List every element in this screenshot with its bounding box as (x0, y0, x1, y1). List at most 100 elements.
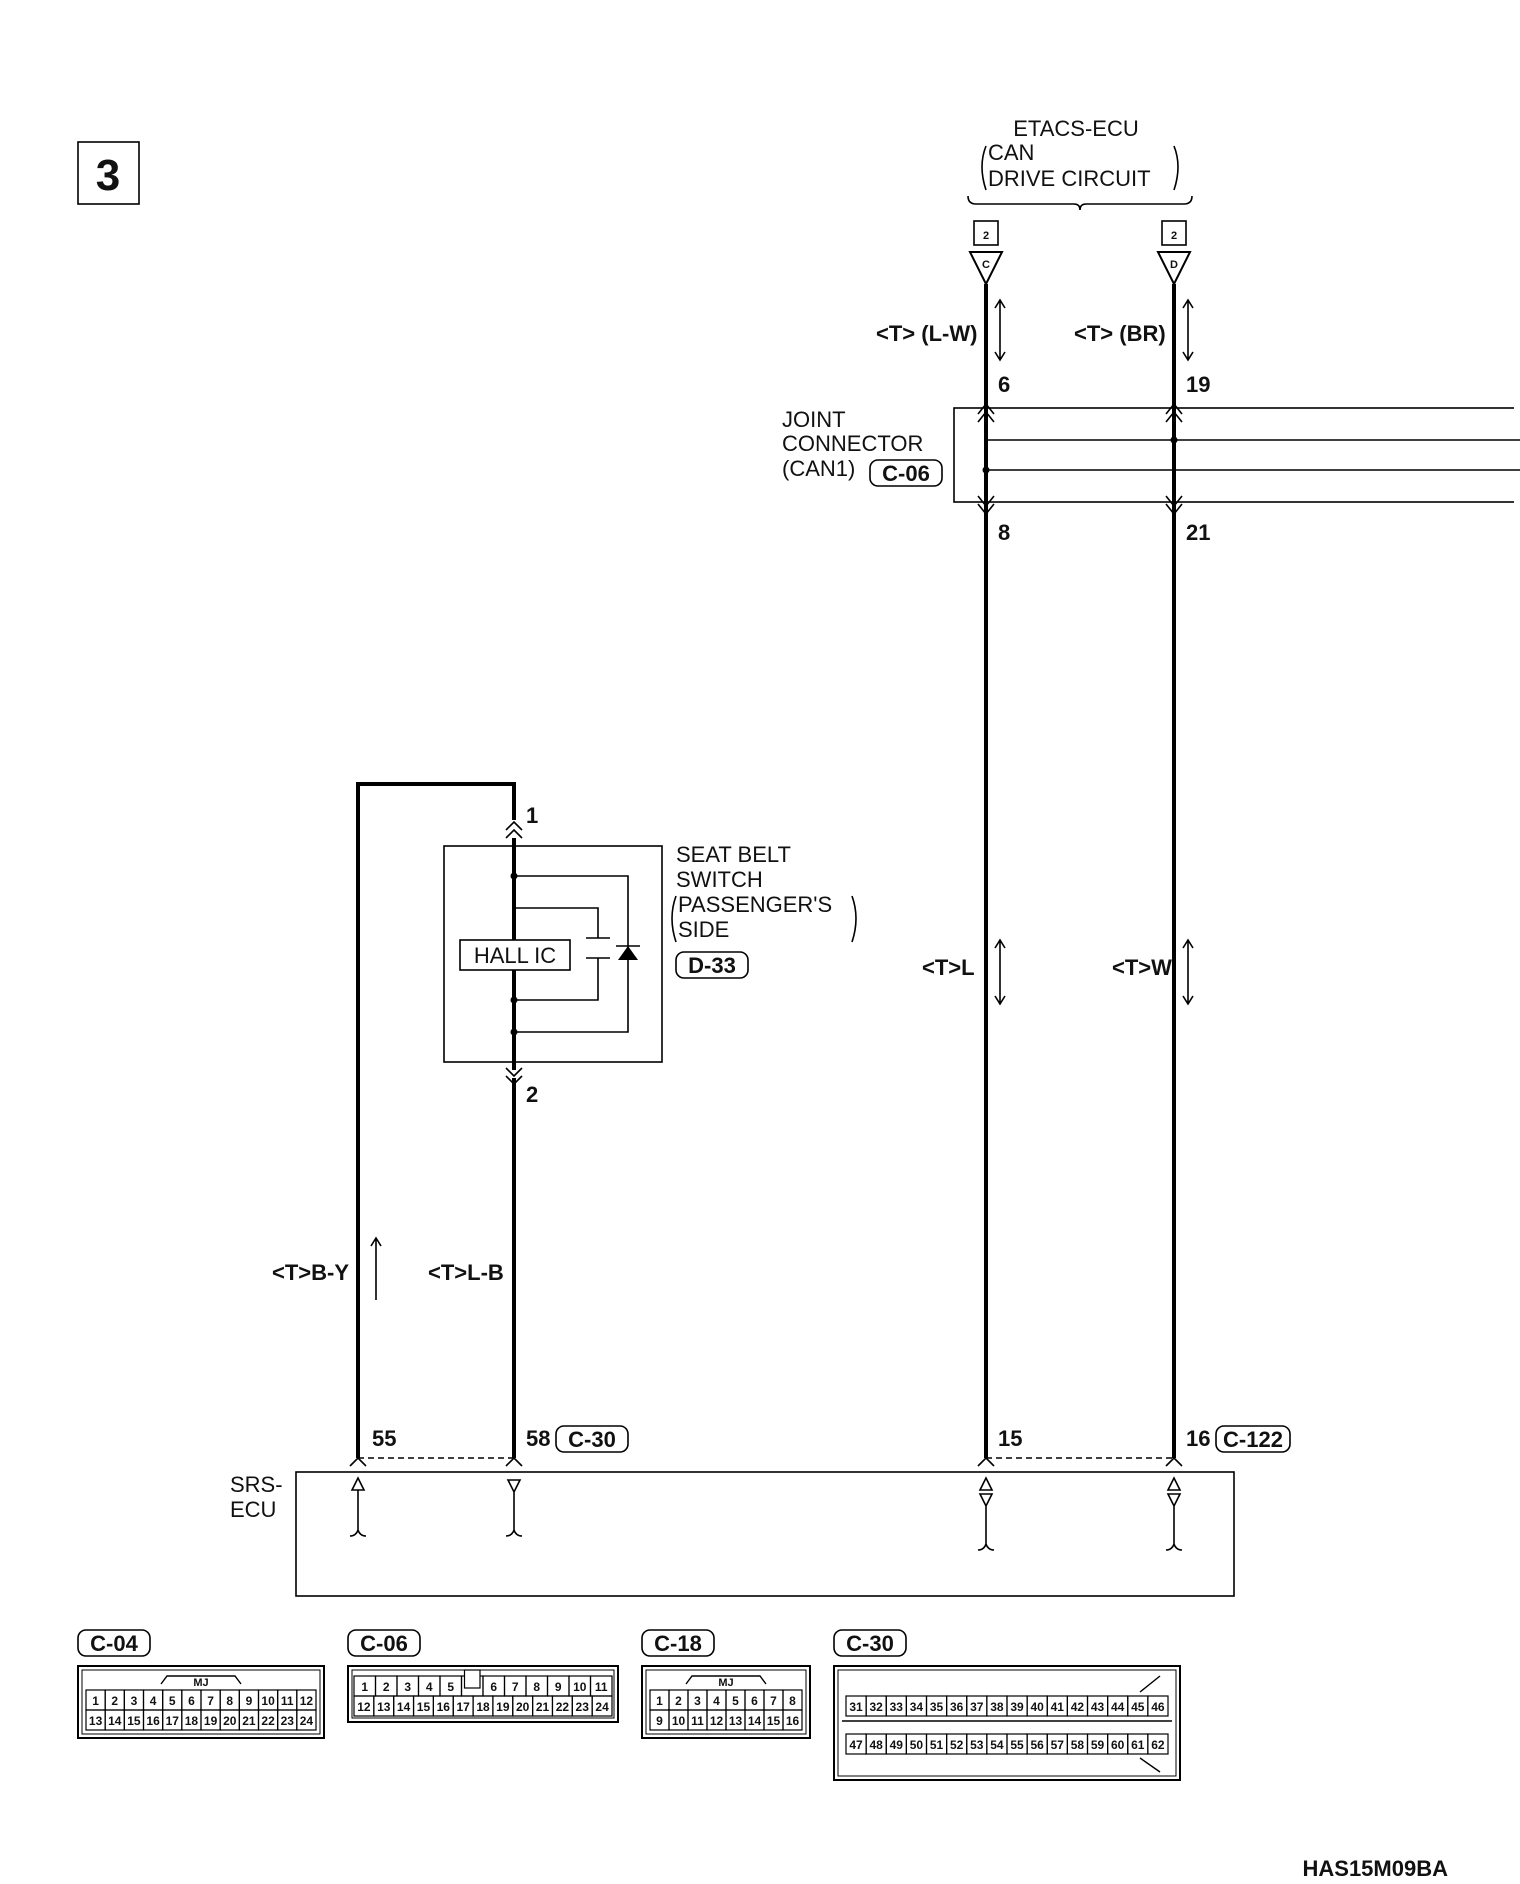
srs-pin-55: 55 (372, 1426, 396, 1451)
srs-ecu-box (295, 1471, 1235, 1597)
connector-pin: 2 (111, 1694, 118, 1708)
connector-pin: 5 (447, 1680, 454, 1694)
connector-pin: 36 (950, 1700, 964, 1714)
connector-pin: 40 (1031, 1700, 1045, 1714)
term-d-num: 2 (1171, 230, 1177, 242)
srs-internal-terminals (349, 1476, 1183, 1551)
wire-label-mid-left: <T>L (922, 955, 975, 980)
connector-pin: 19 (204, 1714, 218, 1728)
connector-pin: 2 (383, 1680, 390, 1694)
connector-pin: 1 (656, 1694, 663, 1708)
connector-pin: 19 (496, 1700, 510, 1714)
joint-pin-19: 19 (1186, 372, 1210, 397)
connector-pin: 49 (890, 1738, 904, 1752)
connector-pin: 14 (397, 1700, 411, 1714)
connector-pin: 3 (694, 1694, 701, 1708)
connector-pin: 54 (990, 1738, 1004, 1752)
switch-pin-1: 1 (526, 803, 538, 828)
wire-b-y (356, 782, 516, 1458)
joint-terminals (977, 402, 1183, 516)
connector-pin: 3 (131, 1694, 138, 1708)
page-number-box (77, 141, 140, 205)
connector-pin: 11 (281, 1694, 294, 1708)
connector-pin: 23 (576, 1700, 590, 1714)
connector-pin: 53 (970, 1738, 984, 1752)
connector-pin: 42 (1071, 1700, 1085, 1714)
term-c-num: 2 (983, 230, 989, 242)
etacs-sub1: CAN (988, 140, 1034, 165)
connector-pin: 46 (1151, 1700, 1165, 1714)
joint-line1: JOINT (782, 407, 846, 432)
connector-pin: 4 (426, 1680, 433, 1694)
connector-pin: 5 (169, 1694, 176, 1708)
connector-pin: 24 (300, 1714, 314, 1728)
etacs-terminal-d: 2 D (1156, 220, 1192, 287)
signal-arrow (370, 1236, 382, 1300)
connector-pin: 1 (92, 1694, 99, 1708)
connector-pin: 21 (536, 1700, 550, 1714)
connector-pin: 6 (188, 1694, 195, 1708)
joint-connector-label: JOINT CONNECTOR (CAN1) C-06 (782, 407, 943, 487)
signal-arrow (994, 938, 1194, 1006)
connector-pin: 12 (300, 1694, 314, 1708)
joint-pin-21: 21 (1186, 520, 1210, 545)
etacs-ecu-label: ETACS-ECU CAN DRIVE CIRCUIT (967, 116, 1193, 211)
connector-pin: 43 (1091, 1700, 1105, 1714)
connector-pin: 38 (990, 1700, 1004, 1714)
joint-pin-6: 6 (998, 372, 1010, 397)
connector-code: C-18 (654, 1631, 702, 1656)
connector-pin: 3 (404, 1680, 411, 1694)
connector-code: C-30 (846, 1631, 894, 1656)
connector-pin: 48 (870, 1738, 884, 1752)
connector-pin: 14 (748, 1714, 762, 1728)
connector-pin: 47 (849, 1738, 863, 1752)
connector-pin: 24 (595, 1700, 609, 1714)
connector-pin: 1 (361, 1680, 368, 1694)
connector-pin: 9 (656, 1714, 663, 1728)
connector-pin: 9 (246, 1694, 253, 1708)
connector-pin: 9 (555, 1680, 562, 1694)
page-number: 3 (96, 151, 120, 200)
seatbelt-line3: PASSENGER'S (678, 892, 832, 917)
connector-pin: 58 (1071, 1738, 1085, 1752)
joint-pin-8: 8 (998, 520, 1010, 545)
joint-line3: (CAN1) (782, 456, 855, 481)
seatbelt-line4: SIDE (678, 917, 729, 942)
connector-pin: 11 (595, 1680, 608, 1694)
connector-pin: 37 (970, 1700, 984, 1714)
connector-pin: 32 (870, 1700, 884, 1714)
connector-pin: 33 (890, 1700, 904, 1714)
connector-pin: 13 (377, 1700, 391, 1714)
connector-pin: 20 (516, 1700, 530, 1714)
connector-pin: 57 (1051, 1738, 1065, 1752)
connector-pin: 45 (1131, 1700, 1145, 1714)
joint-line2: CONNECTOR (782, 431, 923, 456)
wire-label-mid-right: <T>W (1112, 955, 1172, 980)
connector-pin: 20 (223, 1714, 237, 1728)
hall-ic-label: HALL IC (474, 943, 556, 968)
connector-pin: 34 (910, 1700, 924, 1714)
connector-pin: 8 (789, 1694, 796, 1708)
connector-pin: 2 (675, 1694, 682, 1708)
srs-code-c122: C-122 (1223, 1427, 1283, 1452)
connector-pin: 5 (732, 1694, 739, 1708)
connector-pin: 16 (786, 1714, 800, 1728)
seatbelt-code: D-33 (688, 953, 736, 978)
srs-line1: SRS- (230, 1472, 283, 1497)
connector-pin: 21 (242, 1714, 256, 1728)
connector-pin: 60 (1111, 1738, 1125, 1752)
srs-line2: ECU (230, 1497, 276, 1522)
connector-pin: 7 (207, 1694, 214, 1708)
etacs-terminal-c: 2 C (968, 220, 1004, 287)
seatbelt-line2: SWITCH (676, 867, 763, 892)
connector-pin: 62 (1151, 1738, 1165, 1752)
connector-pin: 16 (146, 1714, 160, 1728)
joint-code: C-06 (882, 461, 930, 486)
drawing-code: HAS15M09BA (1303, 1856, 1449, 1881)
srs-pin-15: 15 (998, 1426, 1022, 1451)
switch-pin-2: 2 (526, 1082, 538, 1107)
connector-pin: 35 (930, 1700, 944, 1714)
